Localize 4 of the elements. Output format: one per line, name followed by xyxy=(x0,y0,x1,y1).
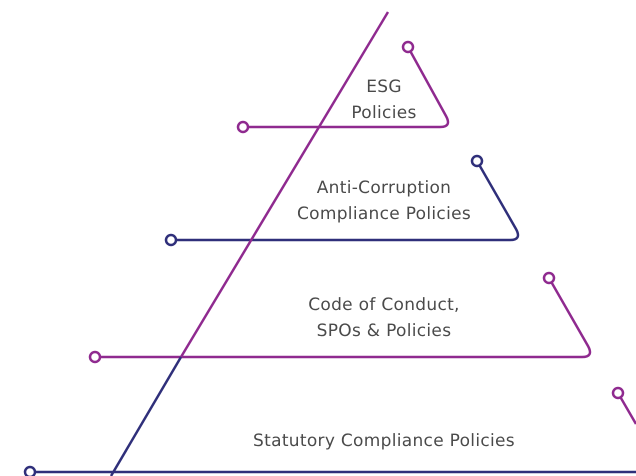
tier-label: Anti-Corruption Compliance Policies xyxy=(296,177,472,226)
tier-label: Statutory Compliance Policies xyxy=(252,430,516,453)
tier-label: ESG Policies xyxy=(350,76,418,125)
tier-label: Code of Conduct, SPOs & Policies xyxy=(307,294,461,343)
